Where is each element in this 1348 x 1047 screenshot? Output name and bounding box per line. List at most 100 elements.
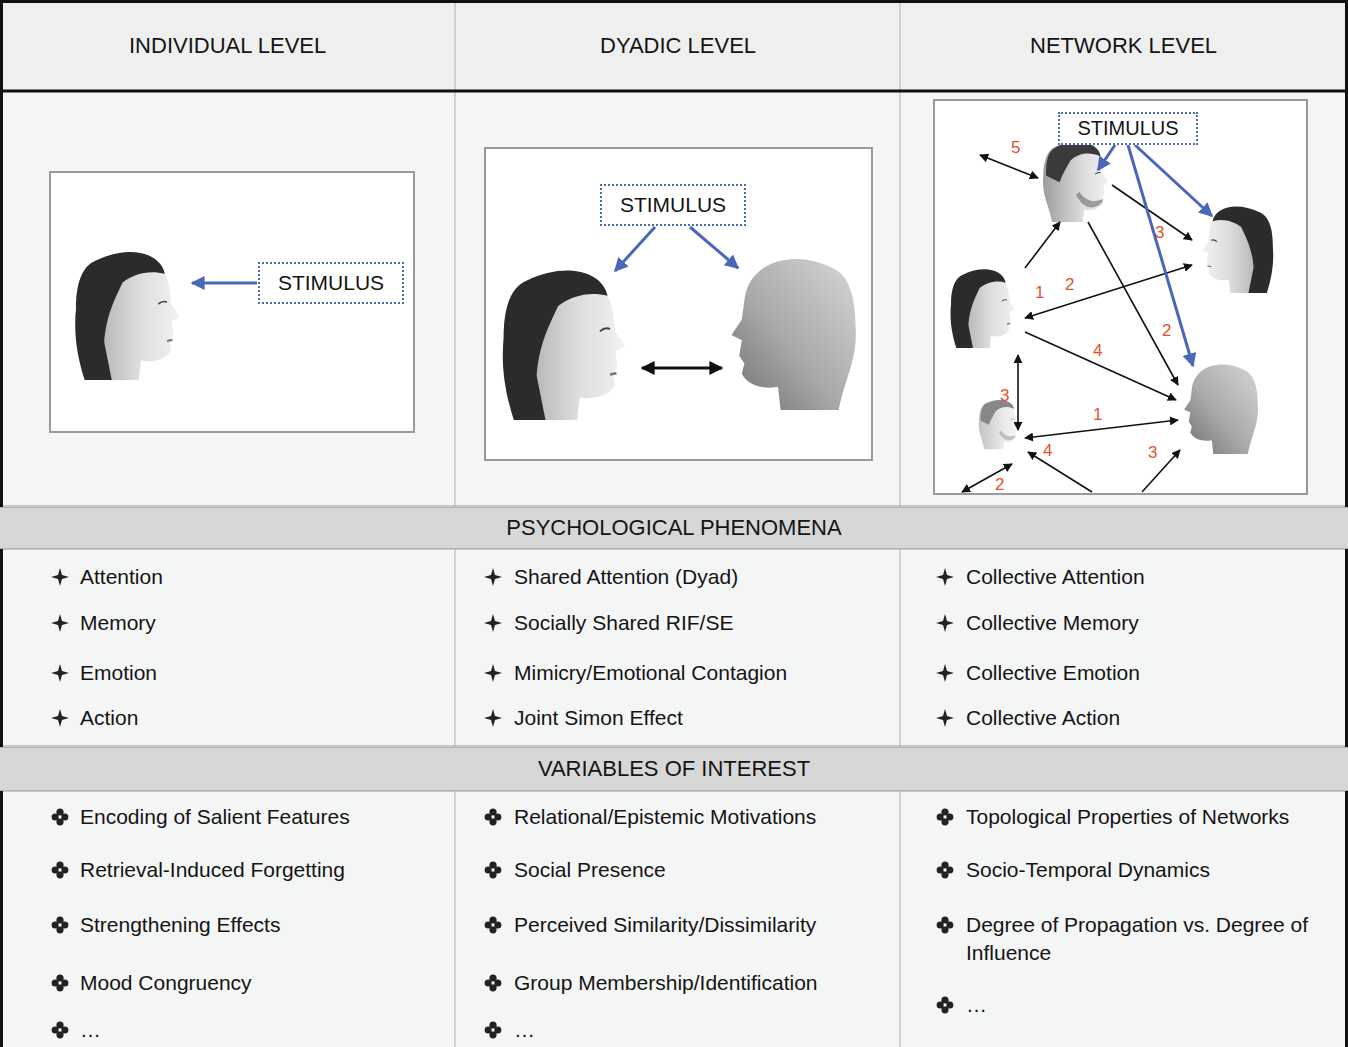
section-band: VARIABLES OF INTEREST — [0, 747, 1348, 791]
variable-item: Mood Congruency — [80, 969, 441, 997]
club-lobe — [52, 921, 59, 928]
club-bullet — [936, 861, 954, 879]
club-bullet — [484, 808, 502, 826]
star-bullet — [936, 709, 954, 727]
variable-item: Relational/Epistemic Motivations — [514, 803, 886, 831]
variable-item: Group Membership/Identification — [514, 969, 886, 997]
club-lobe — [52, 1026, 59, 1033]
star-bullet — [51, 709, 69, 727]
club-lobe — [937, 921, 944, 928]
stimulus-label: STIMULUS — [278, 271, 384, 295]
link-weight: 2 — [1162, 322, 1171, 339]
club-center — [944, 924, 947, 927]
club-center — [492, 924, 495, 927]
variable-item: … — [80, 1016, 441, 1044]
club-lobe — [937, 1001, 944, 1008]
section-band: PSYCHOLOGICAL PHENOMENA — [0, 507, 1348, 549]
star-bullet — [484, 709, 502, 727]
star-shape — [936, 664, 954, 682]
club-lobe — [485, 921, 492, 928]
club-center — [492, 816, 495, 819]
phenomenon-item: Collective Emotion — [966, 659, 1334, 687]
star-bullet — [936, 664, 954, 682]
phenomenon-item: Mimicry/Emotional Contagion — [514, 659, 886, 687]
club-center — [59, 924, 62, 927]
link-weight: 2 — [1065, 276, 1074, 293]
column-header: DYADIC LEVEL — [600, 33, 756, 59]
club-bullet — [51, 916, 69, 934]
variable-item: Degree of Propagation vs. Degree of Infl… — [966, 911, 1334, 967]
phenomenon-item: Memory — [80, 609, 441, 637]
star-shape — [936, 709, 954, 727]
variable-item: … — [514, 1016, 886, 1044]
star-bullet — [484, 614, 502, 632]
star-bullet — [51, 664, 69, 682]
club-bullet — [484, 1021, 502, 1039]
star-shape — [484, 614, 502, 632]
club-center — [492, 1029, 495, 1032]
stimulus-label: STIMULUS — [620, 193, 726, 217]
club-bullet — [936, 808, 954, 826]
club-center — [944, 1004, 947, 1007]
club-bullet — [51, 1021, 69, 1039]
phenomenon-item: Shared Attention (Dyad) — [514, 563, 886, 591]
club-lobe — [52, 979, 59, 986]
phenomenon-item: Collective Action — [966, 704, 1334, 732]
link-weight: 4 — [1093, 342, 1102, 359]
club-center — [59, 982, 62, 985]
link-weight: 2 — [995, 476, 1004, 493]
star-bullet — [936, 614, 954, 632]
variable-item: Encoding of Salient Features — [80, 803, 441, 831]
link-weight: 1 — [1035, 284, 1044, 301]
club-center — [944, 869, 947, 872]
variable-item: Topological Properties of Networks — [966, 803, 1334, 831]
club-lobe — [485, 813, 492, 820]
club-lobe — [937, 813, 944, 820]
link-weight: 3 — [1148, 444, 1157, 461]
variable-item: … — [966, 991, 1334, 1019]
star-shape — [484, 568, 502, 586]
stimulus-box: STIMULUS — [1058, 112, 1198, 145]
star-shape — [51, 614, 69, 632]
star-shape — [51, 568, 69, 586]
link-weight: 3 — [1155, 224, 1164, 241]
phenomenon-item: Collective Memory — [966, 609, 1334, 637]
star-bullet — [51, 568, 69, 586]
stimulus-box: STIMULUS — [600, 184, 746, 226]
club-bullet — [51, 974, 69, 992]
star-shape — [51, 664, 69, 682]
band-title: PSYCHOLOGICAL PHENOMENA — [506, 515, 841, 541]
club-bullet — [51, 861, 69, 879]
column-header: NETWORK LEVEL — [1030, 33, 1217, 59]
phenomenon-item: Socially Shared RIF/SE — [514, 609, 886, 637]
club-center — [59, 869, 62, 872]
star-shape — [936, 614, 954, 632]
phenomenon-item: Joint Simon Effect — [514, 704, 886, 732]
variable-item: Retrieval-Induced Forgetting — [80, 856, 441, 884]
link-weight: 3 — [1000, 387, 1009, 404]
star-bullet — [484, 664, 502, 682]
band-title: VARIABLES OF INTEREST — [538, 756, 810, 782]
link-weight: 5 — [1011, 139, 1020, 156]
club-bullet — [484, 916, 502, 934]
club-lobe — [52, 813, 59, 820]
stimulus-label: STIMULUS — [1077, 117, 1178, 140]
club-center — [59, 816, 62, 819]
club-lobe — [485, 1026, 492, 1033]
club-lobe — [937, 866, 944, 873]
variable-item: Strengthening Effects — [80, 911, 441, 939]
club-bullet — [484, 974, 502, 992]
club-bullet — [51, 808, 69, 826]
club-bullet — [936, 996, 954, 1014]
link-weight: 1 — [1093, 406, 1102, 423]
star-bullet — [936, 568, 954, 586]
stimulus-box: STIMULUS — [258, 262, 404, 304]
star-bullet — [51, 614, 69, 632]
phenomenon-item: Collective Attention — [966, 563, 1334, 591]
club-lobe — [52, 866, 59, 873]
star-shape — [51, 709, 69, 727]
phenomenon-item: Emotion — [80, 659, 441, 687]
club-center — [944, 816, 947, 819]
star-shape — [484, 664, 502, 682]
